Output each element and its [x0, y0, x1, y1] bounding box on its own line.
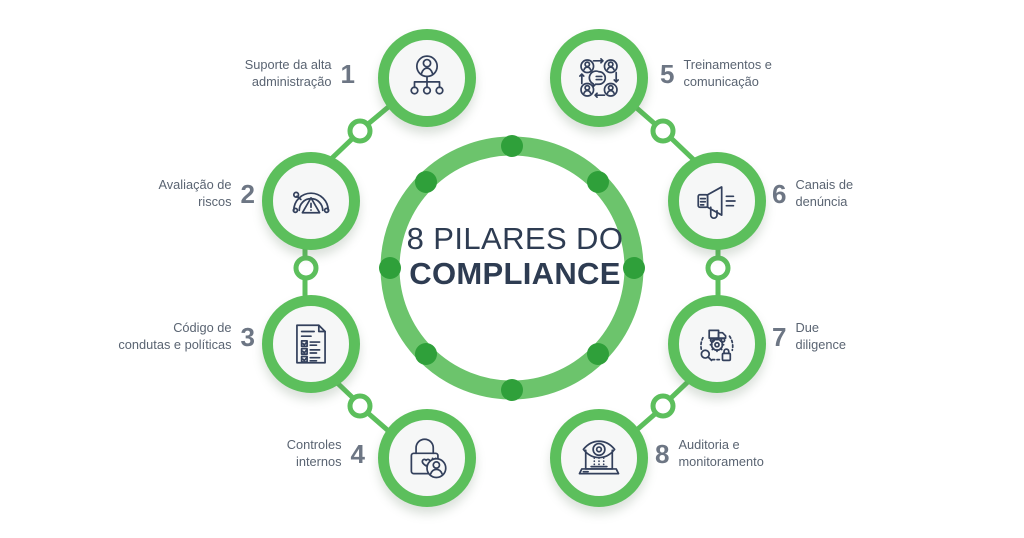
ring-dot-4	[587, 343, 609, 365]
connector-ring-2-3	[293, 255, 319, 281]
ring-dot-6	[415, 343, 437, 365]
pillar-label-3: Código de condutas e políticas 3	[105, 320, 255, 354]
connector-line-5-6b	[669, 136, 697, 163]
pillar-label-2-text: Avaliação de riscos	[158, 177, 232, 209]
pillar-label-7: 7 Due diligence	[772, 320, 922, 354]
pillar-node-6[interactable]	[668, 152, 766, 250]
connector-ring-6-7	[705, 255, 731, 281]
connector-line-1-2b	[327, 136, 355, 163]
pillar-node-8[interactable]	[550, 409, 648, 507]
risk-gauge-icon	[292, 191, 330, 214]
pillar-number-8: 8	[655, 438, 670, 469]
connector-ring-3-4	[347, 393, 373, 419]
org-chart-icon	[410, 55, 444, 95]
connector-rings	[293, 118, 731, 419]
pillar-node-1[interactable]	[378, 29, 476, 127]
megaphone-icon	[697, 186, 736, 219]
pillar-node-7[interactable]	[668, 295, 766, 393]
pillar-label-3-text: Código de condutas e políticas	[118, 320, 232, 352]
pillar-number-6: 6	[772, 178, 787, 209]
pillar-label-5-text: Treinamentos e comunicação	[683, 57, 772, 89]
eye-laptop-icon	[578, 440, 620, 475]
connector-ring-5-6	[650, 118, 676, 144]
pillar-number-2: 2	[240, 178, 255, 209]
pillar-node-4[interactable]	[378, 409, 476, 507]
pillar-number-3: 3	[240, 321, 255, 352]
pillar-label-5: 5 Treinamentos e comunicação	[660, 57, 860, 91]
ring-dot-1	[501, 135, 523, 157]
pillar-number-7: 7	[772, 321, 787, 352]
supply-chain-icon	[700, 329, 734, 362]
connector-ring-7-8	[650, 393, 676, 419]
ring-dot-8	[415, 171, 437, 193]
pillar-label-6: 6 Canais de denúncia	[772, 177, 932, 211]
ring-dot-7	[379, 257, 401, 279]
connector-ring-1-2	[347, 118, 373, 144]
ring-dot-5	[501, 379, 523, 401]
ring-dot-3	[623, 257, 645, 279]
pillar-label-2: Avaliação de riscos 2	[120, 177, 255, 211]
pillar-label-8: 8 Auditoria e monitoramento	[655, 437, 855, 471]
padlock-user-icon	[410, 438, 447, 479]
pillar-node-3[interactable]	[262, 295, 360, 393]
pillar-label-4-text: Controles internos	[286, 437, 342, 469]
ring-dot-2	[587, 171, 609, 193]
team-communication-icon	[579, 58, 619, 98]
pillar-label-7-text: Due diligence	[795, 320, 846, 352]
pillar-label-1: Suporte da alta administração 1	[185, 57, 355, 91]
pillar-number-1: 1	[340, 58, 355, 89]
pillar-label-4: Controles internos 4	[225, 437, 365, 471]
pillar-label-6-text: Canais de denúncia	[795, 177, 854, 209]
pillar-node-2[interactable]	[262, 152, 360, 250]
pillar-label-1-text: Suporte da alta administração	[244, 57, 332, 89]
pillar-number-5: 5	[660, 58, 675, 89]
central-ring	[379, 135, 645, 401]
checklist-document-icon	[296, 324, 326, 364]
pillar-number-4: 4	[350, 438, 365, 469]
pillar-label-8-text: Auditoria e monitoramento	[678, 437, 764, 469]
central-ring-dots	[379, 135, 645, 401]
pillar-node-5[interactable]	[550, 29, 648, 127]
